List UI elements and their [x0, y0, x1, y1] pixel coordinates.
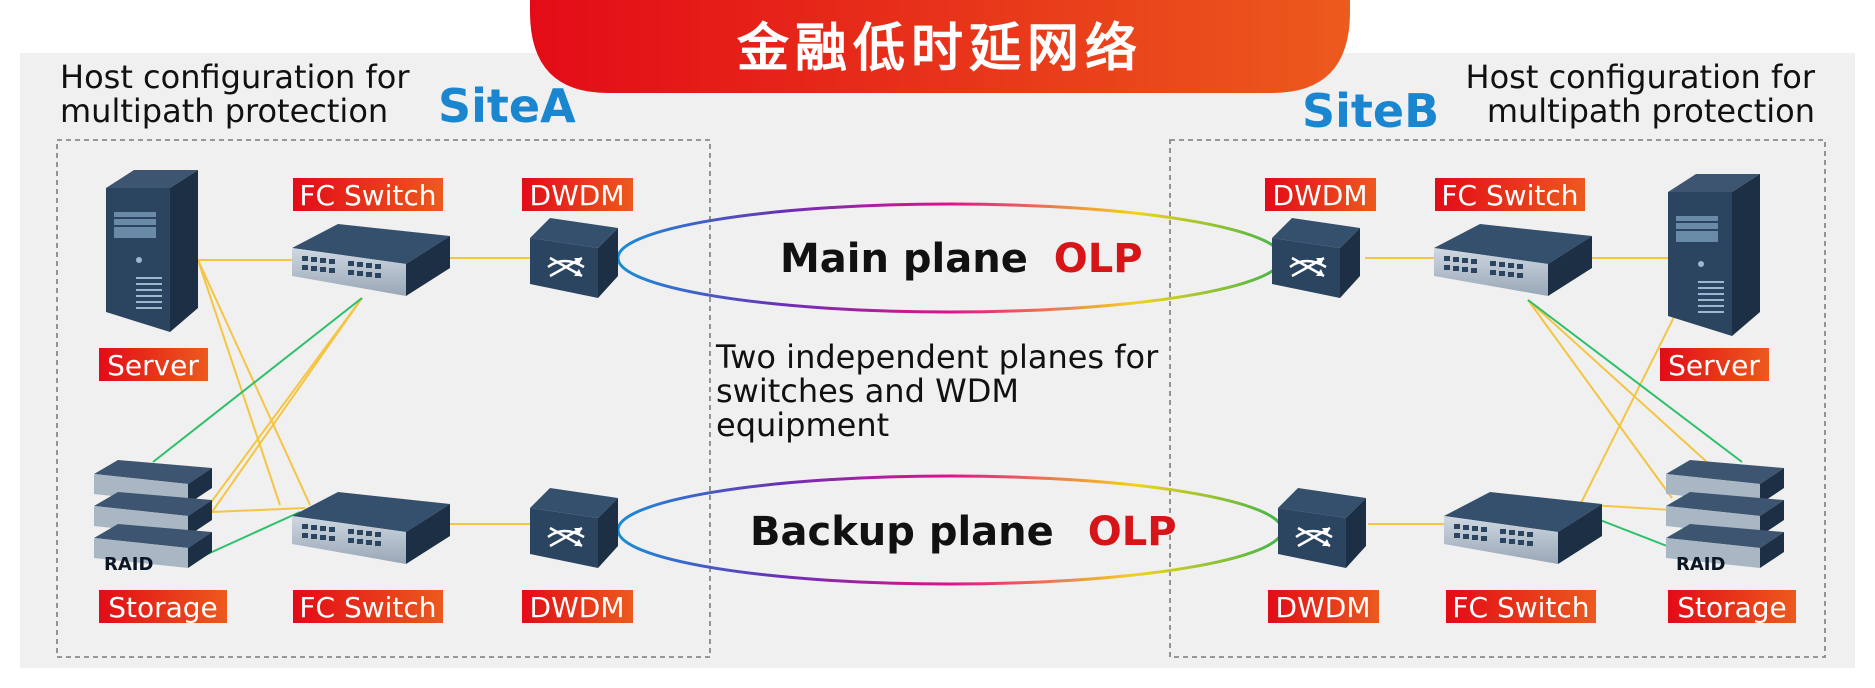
- svg-text:multipath protection: multipath protection: [60, 92, 388, 130]
- site-b-dwdm-bottom-icon: [1276, 486, 1368, 570]
- svg-text:Host configuration for: Host configuration for: [60, 58, 410, 96]
- site-b-raid-icon: [1666, 460, 1784, 568]
- site-b-label-dwdm-bottom: DWDM: [1268, 590, 1379, 624]
- site-b-label-fc-switch-bottom: FC Switch: [1446, 590, 1596, 624]
- site-a-label-storage: Storage: [99, 590, 227, 624]
- site-b-dwdm-top-icon: [1270, 216, 1362, 300]
- site-a-dwdm-top-icon: [528, 216, 620, 300]
- svg-text:multipath protection: multipath protection: [1487, 92, 1815, 130]
- site-b-region: [1169, 139, 1826, 658]
- svg-text:FC Switch: FC Switch: [1441, 179, 1578, 212]
- site-b-label-storage: Storage: [1668, 590, 1796, 624]
- svg-text:FC Switch: FC Switch: [299, 591, 436, 624]
- site-a-region: [56, 139, 711, 658]
- backup-plane-text: Backup plane: [750, 509, 1054, 555]
- site-a-label-dwdm-bottom: DWDM: [522, 590, 633, 624]
- site-a-label-server: Server: [99, 348, 208, 382]
- svg-text:DWDM: DWDM: [1273, 179, 1368, 212]
- site-a-label-fc-switch-bottom: FC Switch: [293, 590, 443, 624]
- svg-text:Host configuration for: Host configuration for: [1466, 58, 1816, 96]
- site-a-server-icon: [105, 169, 199, 333]
- planes-note: Two independent planes for switches and …: [715, 338, 1159, 444]
- backup-plane-olp: OLP: [1088, 509, 1177, 555]
- site-a-host-note: Host configuration for multipath protect…: [60, 58, 410, 130]
- site-a-name: SiteA: [438, 79, 576, 133]
- site-a-label-dwdm-top: DWDM: [522, 178, 633, 212]
- site-b-label-dwdm-top: DWDM: [1265, 178, 1376, 212]
- svg-text:FC Switch: FC Switch: [299, 179, 436, 212]
- site-b-host-note: Host configuration for multipath protect…: [1466, 58, 1816, 130]
- svg-text:Storage: Storage: [108, 591, 218, 624]
- svg-text:FC Switch: FC Switch: [1452, 591, 1589, 624]
- svg-text:switches and WDM: switches and WDM: [716, 372, 1019, 410]
- svg-text:Two independent planes for: Two independent planes for: [715, 338, 1159, 376]
- site-b-raid-label: RAID: [1676, 554, 1725, 575]
- site-a-raid-label: RAID: [104, 554, 153, 575]
- page-title: 金融低时延网络: [736, 19, 1143, 79]
- site-b-server-icon: [1667, 173, 1761, 337]
- site-a-links: [152, 257, 535, 563]
- site-b-label-server: Server: [1660, 348, 1769, 382]
- site-b-label-fc-switch-top: FC Switch: [1435, 178, 1585, 212]
- backup-plane-label: Backup plane OLP: [750, 509, 1177, 555]
- svg-text:DWDM: DWDM: [1276, 591, 1371, 624]
- svg-text:DWDM: DWDM: [530, 591, 625, 624]
- site-a-raid-icon: [94, 460, 212, 568]
- site-b-links: [1365, 257, 1743, 549]
- svg-text:Storage: Storage: [1677, 591, 1787, 624]
- svg-text:Server: Server: [1668, 349, 1760, 382]
- title-banner: [530, 0, 1350, 93]
- site-b-name: SiteB: [1302, 84, 1439, 138]
- main-plane-label: Main plane OLP: [780, 236, 1143, 282]
- main-plane-text: Main plane: [780, 236, 1028, 282]
- svg-text:equipment: equipment: [716, 406, 889, 444]
- background-panel: [20, 53, 1855, 668]
- svg-text:Server: Server: [107, 349, 199, 382]
- site-a-dwdm-bottom-icon: [528, 486, 620, 570]
- main-plane-olp: OLP: [1054, 236, 1143, 282]
- site-a-label-fc-switch-top: FC Switch: [293, 178, 443, 212]
- svg-text:DWDM: DWDM: [530, 179, 625, 212]
